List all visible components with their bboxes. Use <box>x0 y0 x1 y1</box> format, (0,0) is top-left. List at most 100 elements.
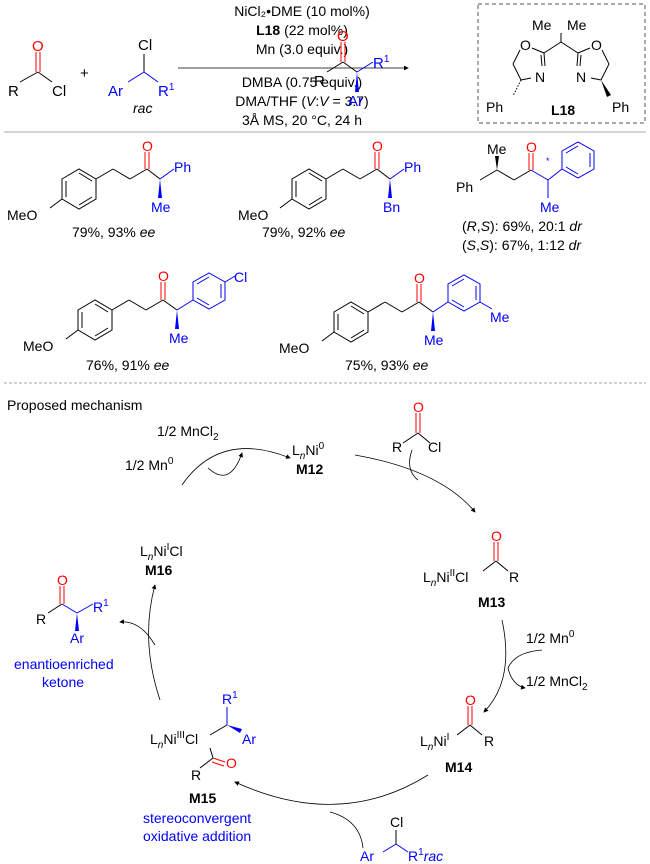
yield-ee-text: 79%, 93% ee <box>72 224 156 240</box>
ligand-loading-text: L18 (22 mol%) <box>256 22 348 38</box>
cycle-arrow-m13-to-m14 <box>483 619 507 713</box>
oxygen-label: O <box>413 399 424 415</box>
methyl-label: Me <box>490 309 510 325</box>
intermediate-m14: LnNiI O R M14 <box>420 692 494 775</box>
product-caption: enantioenriched <box>14 656 114 672</box>
mn-chloride-label: 1/2 MnCl2 <box>526 673 588 693</box>
acyl-chloride-reagent: O R Cl <box>392 399 441 455</box>
ligand-l18-box: Me Me O N Ph O N Ph L18 <box>477 3 646 124</box>
methoxy-label: MeO <box>279 340 309 356</box>
product-release-arrow <box>119 619 156 646</box>
ar-label: Ar <box>108 83 123 100</box>
methyl-label: Me <box>540 199 560 215</box>
phenyl-label: Ph <box>404 159 421 175</box>
m12-label: M12 <box>296 461 323 477</box>
cycle-arrow-m12-to-m13 <box>354 454 476 513</box>
m16-label: M16 <box>145 562 172 578</box>
m13-label: M13 <box>478 594 505 610</box>
oxygen-label: O <box>520 37 531 53</box>
methoxy-label: MeO <box>23 338 53 354</box>
r-label: R <box>191 767 201 783</box>
phenyl-label: Ph <box>486 99 503 115</box>
mechanism-title: Proposed mechanism <box>7 397 142 413</box>
additive-text: DMBA (0.75 equiv.) <box>242 74 362 90</box>
oxygen-label: O <box>142 138 153 154</box>
intermediate-m13: LnNiIICl O R M13 <box>423 528 519 610</box>
product-ketone: O R R1 Ar <box>314 28 390 110</box>
methyl-label: Me <box>151 199 171 215</box>
m12-formula: LnNi0 <box>292 441 325 462</box>
r-label: R <box>36 611 46 627</box>
product-caption: ketone <box>42 674 84 690</box>
cl-label: Cl <box>52 83 66 100</box>
r1-label: R1 <box>158 82 175 100</box>
scope-product-2: O Ph Bn MeO 79%, 92% ee <box>238 138 421 240</box>
oxygen-label: O <box>526 139 537 155</box>
mn-zero-label: 1/2 Mn0 <box>125 456 174 473</box>
mn-reduction-arrow <box>507 649 543 690</box>
r1-label: R1rac <box>408 847 443 864</box>
intermediate-m16: LnNiICl M16 <box>140 542 183 578</box>
ar-label: Ar <box>70 630 84 646</box>
methyl-label: Me <box>169 330 189 346</box>
scope-product-5: O Me Me MeO 75%, 93% ee <box>279 270 510 373</box>
r1-label: R1 <box>373 54 390 72</box>
chloro-label: Cl <box>234 269 247 285</box>
cl-label: Cl <box>138 37 152 54</box>
oxygen-label: O <box>57 572 68 588</box>
phenyl-label: Ph <box>456 179 473 195</box>
methyl-label: Me <box>532 17 552 33</box>
methoxy-label: MeO <box>238 207 268 223</box>
cycle-arrow-m16-to-m12 <box>181 448 291 486</box>
r1-label: R1 <box>222 690 238 707</box>
step-caption: oxidative addition <box>143 828 251 844</box>
cycle-arrow-m14-to-m15 <box>234 774 429 805</box>
m15-formula: LnNiIIICl <box>150 730 198 751</box>
scope-product-3: Me Ph O * Me (R,S): 69%, 20:1 dr (S,S): … <box>456 139 595 253</box>
oxygen-label: O <box>337 28 349 45</box>
oxygen-label: O <box>158 268 169 284</box>
benzyl-chloride-reagent: Cl Ar R1rac <box>360 814 443 864</box>
enantioenriched-product: O R R1 Ar enantioenriched ketone <box>14 572 114 690</box>
ar-label: Ar <box>348 93 363 110</box>
r-label: R <box>392 439 402 455</box>
m15-label: M15 <box>189 790 216 806</box>
mn-zero-label: 1/2 Mn0 <box>526 629 575 646</box>
r-label: R <box>509 569 519 585</box>
step-caption: stereoconvergent <box>143 810 251 826</box>
temperature-text: 3Å MS, 20 °C, 24 h <box>242 112 362 128</box>
dr-text-rs: (R,S): 69%, 20:1 dr <box>462 218 583 234</box>
methyl-label: Me <box>424 332 444 348</box>
r-label: R <box>484 733 494 749</box>
cl-label: Cl <box>428 439 441 455</box>
stereocenter-star: * <box>546 156 550 166</box>
reductant-text: Mn (3.0 equiv.) <box>256 41 348 57</box>
methyl-label: Me <box>567 17 587 33</box>
reaction-conditions: NiCl₂•DME (10 mol%) L18 (22 mol%) Mn (3.… <box>178 3 409 128</box>
rac-label: rac <box>133 100 152 116</box>
benzyl-chloride-entry-arrow <box>329 811 364 849</box>
m14-label: M14 <box>445 759 472 775</box>
ar-label: Ar <box>242 731 256 747</box>
oxygen-label: O <box>32 38 44 55</box>
r-label: R <box>314 73 325 90</box>
oxygen-label: O <box>491 528 502 544</box>
oxygen-label: O <box>465 692 476 708</box>
phenyl-label: Ph <box>174 159 191 175</box>
r1-label: R1 <box>93 598 109 615</box>
r-label: R <box>8 83 19 100</box>
methyl-label: Me <box>487 141 507 157</box>
nitrogen-label: N <box>535 69 545 85</box>
mn-chloride-label: 1/2 MnCl2 <box>157 423 219 443</box>
yield-ee-text: 76%, 91% ee <box>86 357 170 373</box>
oxygen-label: O <box>591 37 602 53</box>
solvent-text: DMA/THF (V:V = 3:7) <box>235 93 368 109</box>
mn-reduction-arrow <box>207 452 243 476</box>
m16-formula: LnNiICl <box>140 542 183 563</box>
yield-ee-text: 75%, 93% ee <box>345 357 429 373</box>
dr-text-ss: (S,S): 67%, 1:12 dr <box>462 237 582 253</box>
m14-formula: LnNiI <box>420 732 449 753</box>
acyl-chloride-entry-arrow <box>409 449 419 481</box>
oxygen-label: O <box>372 138 383 154</box>
